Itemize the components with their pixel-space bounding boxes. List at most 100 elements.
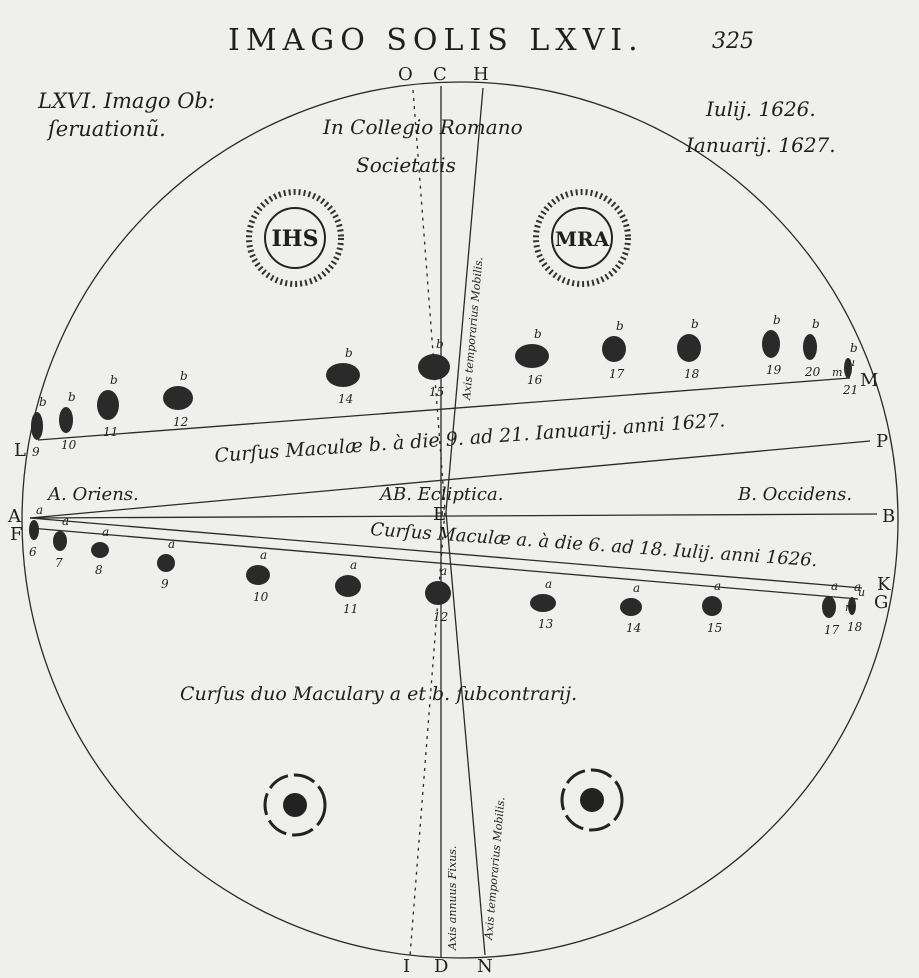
page-title: IMAGO SOLIS LXVI. [228,23,644,58]
sunspot-a-6 [29,520,39,540]
spot-day-number: 13 [538,617,554,631]
spot-day-number: 14 [338,392,353,406]
sunspot-b-12 [163,386,193,410]
spot-letter: b [68,390,76,404]
sunspot-b-16 [515,344,549,368]
date-july-1626: Iulij. 1626. [705,97,816,121]
spot-letter: b [773,313,781,327]
point-C: C [433,64,447,85]
point-O: O [398,64,413,85]
spot-day-number: 15 [707,621,722,635]
spot-day-number: 11 [103,425,118,439]
sunspot-b-14 [326,363,360,387]
mra-emblem: MRA [533,189,631,287]
rose-emblem-right [560,768,624,832]
ihs-emblem: IHS [246,189,344,287]
spot-letter: a [714,579,721,593]
point-H: H [473,64,489,85]
spot-day-number: 6 [29,545,37,559]
point-E: E [433,504,446,525]
spot-letter: a [633,581,640,595]
point-B: B [882,506,895,527]
sunspot-b-15 [418,354,450,380]
spot-letter: b [180,369,188,383]
spot-day-number: 19 [766,363,782,377]
svg-text:MRA: MRA [555,227,610,251]
spot-mark-u: u [848,356,855,369]
spot-day-number: 14 [626,621,641,635]
spot-letter: a [854,580,861,594]
spot-day-number: 20 [804,365,821,379]
sunspot-b-10 [59,407,73,433]
sunspot-a-17 [822,596,836,618]
point-labels: O C H L M P A F E B K G I D N [7,64,895,977]
rose-emblem-left [263,773,327,837]
line-FG [29,527,859,600]
point-N: N [477,956,493,977]
sunspot-b-19 [762,330,780,358]
sunspot-b-20 [803,334,817,360]
sunspot-a-14 [620,598,642,616]
cursus-duo-text: Curſus duo Maculary a et b. ſubcontrarij… [180,683,577,705]
spot-letter: b [691,317,699,331]
sunspot-a-15 [702,596,722,616]
sunspot-b-21 [844,358,852,378]
spot-letter: a [62,514,69,528]
spot-day-number: 17 [609,367,625,381]
point-P: P [876,431,888,452]
sunspot-a-11 [335,575,361,597]
sunspot-a-13 [530,594,556,612]
spot-day-number: 18 [847,620,863,634]
date-january-1627: Ianuarij. 1627. [685,133,836,157]
occidens-label: B. Occidens. [737,484,852,505]
spot-day-number: 8 [95,563,103,577]
spot-letter: a [168,537,175,551]
spot-day-number: 12 [173,415,188,429]
sunspot-a-18 [848,597,856,615]
spot-letter: b [39,395,47,409]
spot-mark-m: m [832,366,842,379]
axis-temporarius-line [445,87,486,956]
point-F: F [10,524,23,545]
oriens-label: A. Oriens. [46,484,139,505]
spot-day-number: 7 [55,556,63,570]
spot-letter: a [102,525,109,539]
observation-title-line2: ſeruationũ. [46,117,166,141]
sunspot-b-17 [602,336,626,362]
spot-letter: b [850,341,858,355]
ecliptica-label: AB. Ecliptica. [378,484,503,505]
sun-disc [21,81,899,959]
spot-letter: b [534,327,542,341]
sunspot-b-11 [97,390,119,420]
spot-letter: a [260,548,267,562]
line-AK [29,517,863,589]
spot-letter: b [812,317,820,331]
svg-text:IHS: IHS [272,226,319,252]
point-K: K [877,574,891,595]
axis-mobilis-bottom-label: Axis temporarius Mobilis. [482,796,508,941]
collegio-romano-text: In Collegio Romano [322,115,523,139]
spot-day-number: 21 [842,383,858,397]
cursus-b-text: Curſus Maculæ b. à die 9. ad 21. Ianuari… [214,409,726,467]
spot-day-number: 15 [429,385,444,399]
spot-letter: a [350,558,357,572]
sunspot-a-7 [53,531,67,551]
point-D: D [434,956,448,977]
spot-day-number: 18 [684,367,700,381]
spot-mark-m: m [845,601,855,614]
spot-day-number: 11 [343,602,358,616]
spot-letter: a [545,577,552,591]
spot-letter: b [616,319,624,333]
point-G: G [874,592,888,613]
sunspot-b-18 [677,334,701,362]
societatis-text: Societatis [356,153,456,177]
spot-day-number: 12 [433,610,448,624]
spot-day-number: 16 [527,373,543,387]
spot-day-number: 17 [824,623,840,637]
sunspot-a-10 [246,565,270,585]
spot-letter: a [36,503,43,517]
spot-day-number: 10 [253,590,269,604]
observation-title-line1: LXVI. Imago Ob: [37,89,215,113]
spot-letter: b [110,373,118,387]
